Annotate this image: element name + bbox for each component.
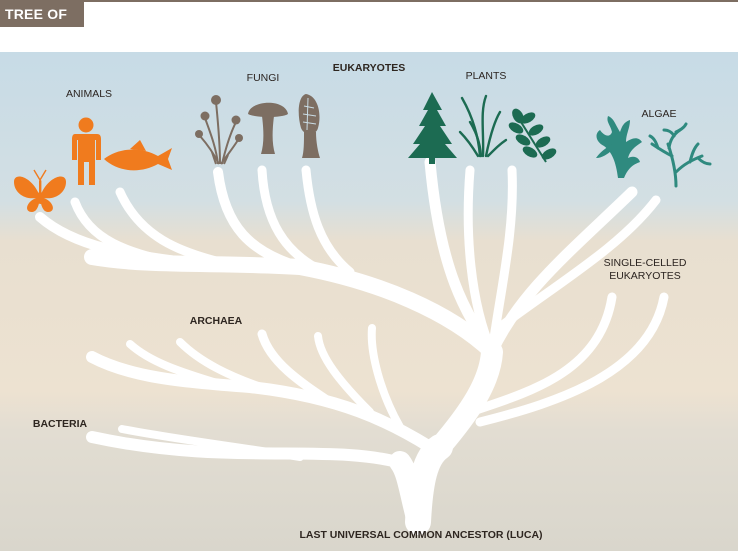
algae-label: ALGAE bbox=[641, 108, 677, 120]
tree-branches bbox=[35, 156, 669, 535]
archaea-label: ARCHAEA bbox=[189, 315, 243, 327]
grass-icon bbox=[458, 94, 508, 158]
page-title: TREE OF LIFE bbox=[0, 2, 84, 47]
tree-diagram: EUKARYOTES ANIMALS FUNGI PLANTS ALGAE SI… bbox=[0, 52, 738, 551]
header-rule bbox=[0, 0, 738, 2]
seaweed-icon bbox=[648, 122, 712, 188]
plants-label: PLANTS bbox=[465, 70, 507, 82]
bacteria-label: BACTERIA bbox=[32, 418, 88, 430]
kelp-icon bbox=[596, 116, 642, 178]
luca-label: LAST UNIVERSAL COMMON ANCESTOR (LUCA) bbox=[299, 529, 543, 541]
fungi-label: FUNGI bbox=[246, 72, 280, 84]
animals-label: ANIMALS bbox=[65, 88, 113, 100]
tree-svg bbox=[0, 52, 738, 551]
butterfly-icon bbox=[14, 169, 66, 212]
morel-icon bbox=[298, 94, 320, 158]
mushroom-icon bbox=[248, 102, 288, 154]
conifer-icon bbox=[408, 92, 457, 164]
human-icon bbox=[72, 117, 101, 185]
fish-icon bbox=[104, 140, 172, 171]
mold-icon bbox=[195, 95, 243, 165]
fern-leaf-icon bbox=[508, 108, 557, 163]
single-celled-eukaryotes-label-line1: SINGLE-CELLED bbox=[603, 257, 687, 269]
single-celled-eukaryotes-label-line2: EUKARYOTES bbox=[609, 270, 681, 282]
eukaryotes-label: EUKARYOTES bbox=[332, 62, 406, 74]
